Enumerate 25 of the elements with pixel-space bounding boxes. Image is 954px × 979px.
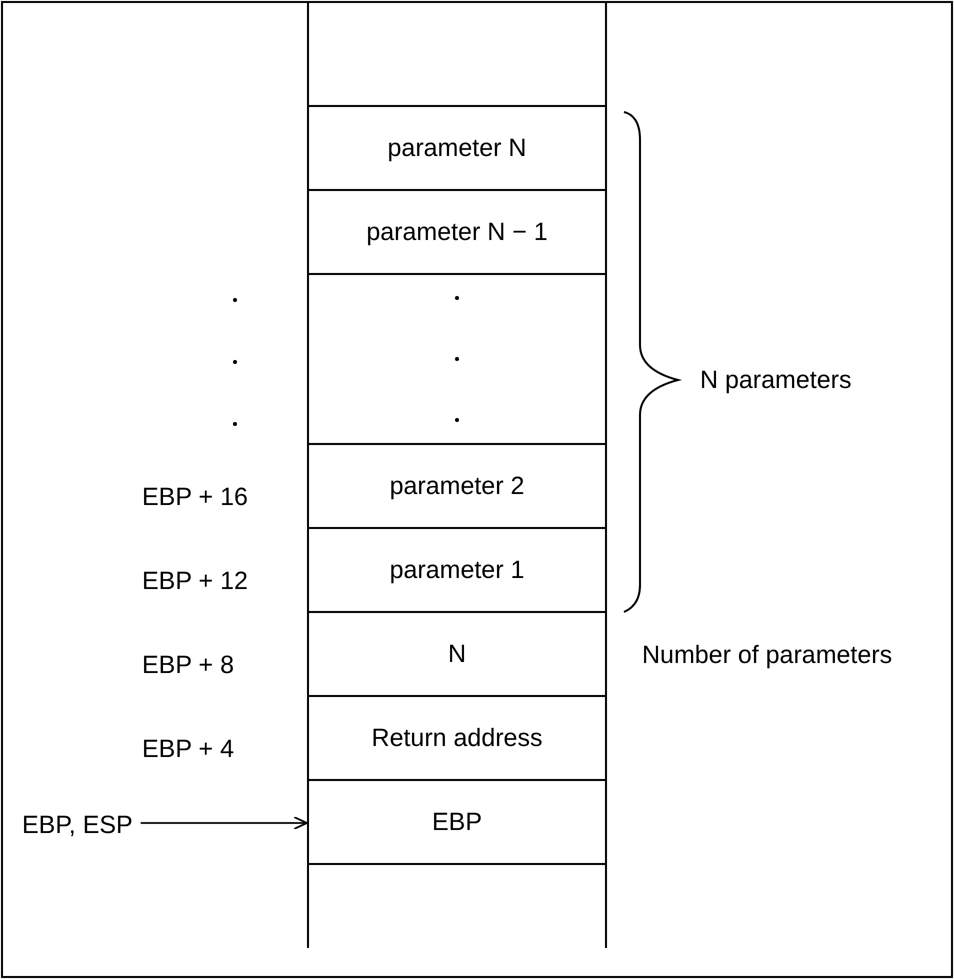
offset-label: EBP + 4: [142, 734, 234, 764]
offset-label: EBP + 16: [142, 482, 248, 512]
cell-label: parameter 2: [390, 472, 524, 500]
stack-cell: [307, 191, 607, 275]
cell-label: parameter 1: [390, 556, 524, 584]
stack-cell: [307, 613, 607, 697]
stack-cell: [307, 529, 607, 613]
cell-label: Return address: [372, 724, 542, 752]
pointer-label: EBP, ESP: [22, 810, 133, 840]
cell-label: parameter N − 1: [366, 218, 548, 246]
stack-cell: [307, 865, 607, 948]
stack-cell: [307, 275, 607, 445]
brace-label: N parameters: [700, 365, 852, 395]
stack-cell: [307, 697, 607, 781]
cell-label: N: [448, 640, 466, 668]
stack-cell: [307, 107, 607, 191]
offset-label: EBP + 8: [142, 650, 234, 680]
arrow: [140, 816, 308, 830]
stack-cell: [307, 3, 607, 107]
stack-cell: [307, 781, 607, 865]
offset-label: EBP + 12: [142, 566, 248, 596]
cell-label: EBP: [432, 808, 482, 836]
annotation-text: Number of parameters: [642, 640, 892, 670]
stack-cell: [307, 445, 607, 529]
cell-label: parameter N: [388, 134, 526, 162]
